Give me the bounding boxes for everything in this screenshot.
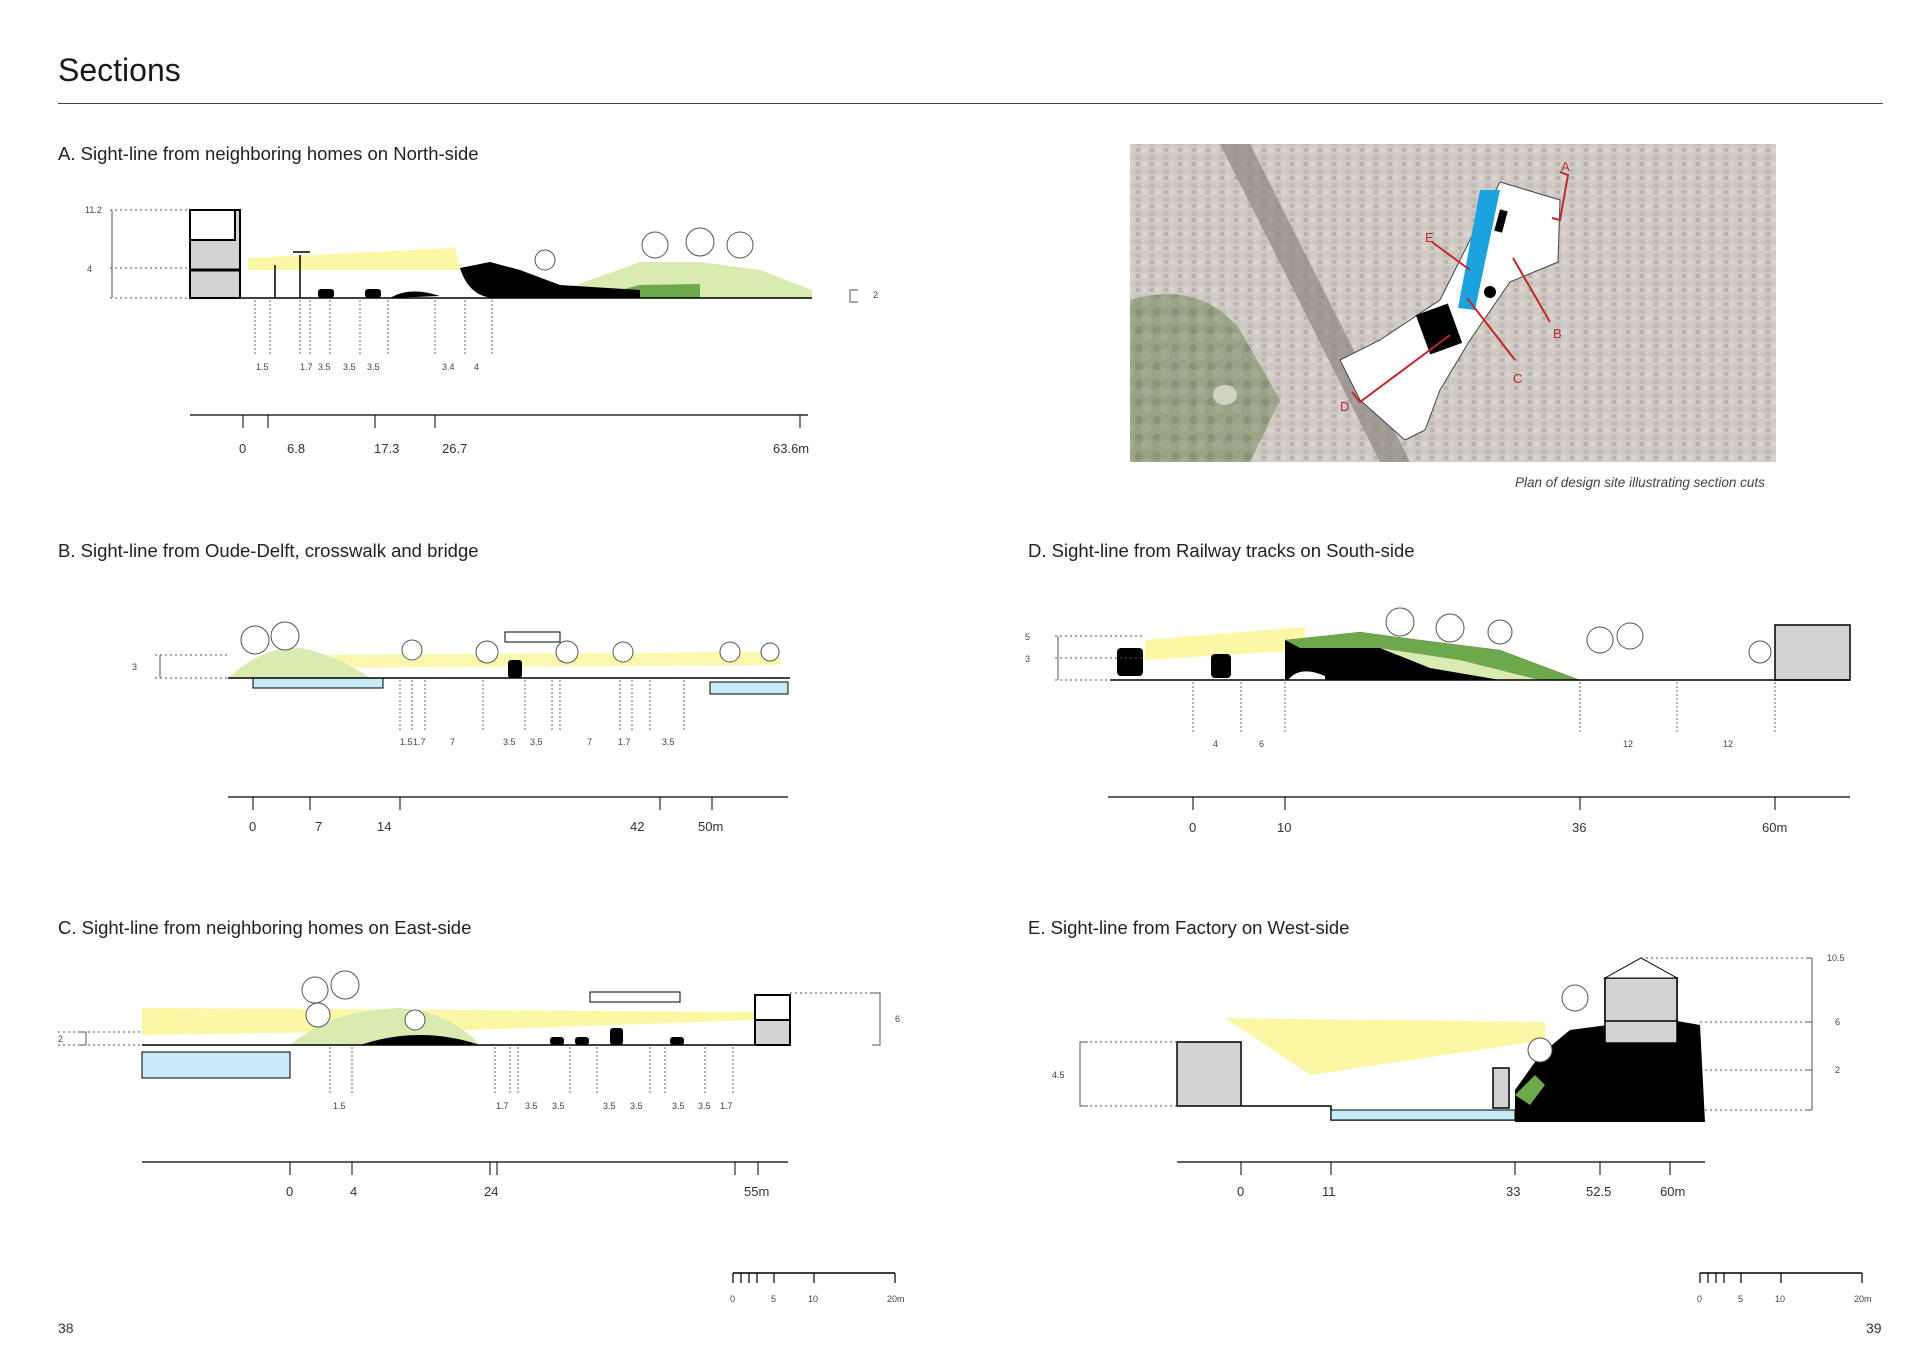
section-a-height-2: 2 [873, 290, 878, 300]
section-c-width: 3.5 [672, 1101, 685, 1111]
section-a-chainage: 6.8 [287, 441, 305, 456]
section-b-chainage: 50m [698, 819, 723, 834]
section-d-width: 6 [1259, 739, 1264, 749]
section-d-drawing: 5 3 4 6 12 12 0 10 36 60m [1025, 607, 1851, 835]
scale-label: 0 [1697, 1294, 1702, 1304]
section-c-chainage: 55m [744, 1184, 769, 1199]
section-d-height-3: 3 [1025, 654, 1030, 664]
section-b-width: 7 [450, 737, 455, 747]
plan-marker-b: B [1553, 326, 1562, 341]
page-title: Sections [58, 52, 181, 88]
section-d-chainage: 10 [1277, 820, 1291, 835]
section-c-width: 1.7 [720, 1101, 733, 1111]
section-e-height-6: 6 [1835, 1017, 1840, 1027]
section-d-width: 12 [1723, 739, 1733, 749]
section-b-height-3: 3 [132, 662, 137, 672]
section-d-chainage: 36 [1572, 820, 1586, 835]
section-d-chainage: 60m [1762, 820, 1787, 835]
section-b-width: 1.7 [618, 737, 631, 747]
section-c-width: 3.5 [552, 1101, 565, 1111]
scale-label: 5 [771, 1294, 776, 1304]
scale-label: 0 [730, 1294, 735, 1304]
section-c-width: 3.5 [630, 1101, 643, 1111]
title-rule [58, 103, 1883, 104]
section-d-height-5: 5 [1025, 632, 1030, 642]
section-a-width: 3.5 [367, 362, 380, 372]
scale-label: 10 [808, 1294, 818, 1304]
section-e-height-4-5: 4.5 [1052, 1070, 1065, 1080]
scale-label: 5 [1738, 1294, 1743, 1304]
section-b-chainage: 14 [377, 819, 391, 834]
scale-bar-right: 0 5 10 20m [1697, 1272, 1872, 1304]
section-b-title: B. Sight-line from Oude-Delft, crosswalk… [58, 540, 479, 561]
section-a-width: 3.5 [343, 362, 356, 372]
section-a-width: 3.4 [442, 362, 455, 372]
section-a-width: 3.5 [318, 362, 331, 372]
section-c-width: 1.7 [496, 1101, 509, 1111]
section-a-width: 4 [474, 362, 479, 372]
section-c-chainage: 0 [286, 1184, 293, 1199]
section-b-width: 1.7 [413, 737, 426, 747]
section-d-chainage: 0 [1189, 820, 1196, 835]
section-b-width: 3.5 [662, 737, 675, 747]
section-b-drawing: 3 1.5 1.7 7 3.5 3.5 7 1.7 3.5 0 7 14 42 … [132, 621, 790, 834]
section-b-width: 3.5 [530, 737, 543, 747]
section-a-width: 1.7 [300, 362, 313, 372]
section-a-chainage: 0 [239, 441, 246, 456]
section-e-chainage: 11 [1322, 1184, 1336, 1199]
section-c-chainage: 4 [350, 1184, 357, 1199]
section-e-chainage: 60m [1660, 1184, 1685, 1199]
section-b-chainage: 7 [315, 819, 322, 834]
section-e-drawing: 4.5 10.5 6 2 0 11 33 52.5 60m [1052, 953, 1845, 1199]
section-b-chainage: 0 [249, 819, 256, 834]
scale-label: 20m [1854, 1294, 1872, 1304]
section-c-height-6: 6 [895, 1014, 900, 1024]
section-e-height-10-5: 10.5 [1827, 953, 1845, 963]
section-c-width: 3.5 [603, 1101, 616, 1111]
section-c-title: C. Sight-line from neighboring homes on … [58, 917, 472, 938]
plan-marker-d: D [1340, 399, 1349, 414]
scale-label: 10 [1775, 1294, 1785, 1304]
section-b-width: 7 [587, 737, 592, 747]
section-a-width: 1.5 [256, 362, 269, 372]
plan-marker-c: C [1513, 371, 1522, 386]
section-b-width: 3.5 [503, 737, 516, 747]
left-page-number: 38 [58, 1320, 74, 1336]
section-c-chainage: 24 [484, 1184, 498, 1199]
section-d-width: 12 [1623, 739, 1633, 749]
section-e-title: E. Sight-line from Factory on West-side [1028, 917, 1350, 938]
section-c-width: 3.5 [525, 1101, 538, 1111]
right-page-number: 39 [1866, 1320, 1882, 1336]
section-a-chainage: 26.7 [442, 441, 467, 456]
scale-bar-left: 0 5 10 20m [730, 1272, 905, 1304]
section-c-drawing: 2 6 1.5 1.7 3.5 3.5 3.5 3.5 3.5 3.5 1.7 … [58, 970, 900, 1199]
section-a-height-4: 4 [87, 264, 92, 274]
site-highlight [1458, 190, 1500, 310]
section-a-drawing: 11.2 4 2 1.5 1.7 3.5 3.5 3.5 3.4 4 0 6.8… [85, 205, 878, 456]
section-a-chainage: 63.6m [773, 441, 809, 456]
section-d-title: D. Sight-line from Railway tracks on Sou… [1028, 540, 1415, 561]
section-b-chainage: 42 [630, 819, 644, 834]
section-a-mound [460, 262, 640, 299]
section-c-width: 1.5 [333, 1101, 346, 1111]
plan-caption: Plan of design site illustrating section… [1515, 475, 1765, 490]
section-b-width: 1.5 [400, 737, 413, 747]
site-plan: A B C D E [1130, 144, 1776, 462]
section-c-width: 3.5 [698, 1101, 711, 1111]
section-a-sightline [248, 248, 460, 270]
section-e-chainage: 33 [1506, 1184, 1520, 1199]
plan-marker-e: E [1425, 230, 1434, 245]
section-a-height-11-2: 11.2 [85, 205, 102, 215]
section-d-width: 4 [1213, 739, 1218, 749]
section-a-title: A. Sight-line from neighboring homes on … [58, 143, 479, 164]
section-e-chainage: 52.5 [1586, 1184, 1611, 1199]
section-e-chainage: 0 [1237, 1184, 1244, 1199]
section-c-height-2: 2 [58, 1034, 63, 1044]
section-e-height-2: 2 [1835, 1065, 1840, 1075]
section-b-sightline [310, 652, 780, 668]
section-a-chainage: 17.3 [374, 441, 399, 456]
scale-label: 20m [887, 1294, 905, 1304]
plan-marker-a: A [1561, 159, 1570, 174]
